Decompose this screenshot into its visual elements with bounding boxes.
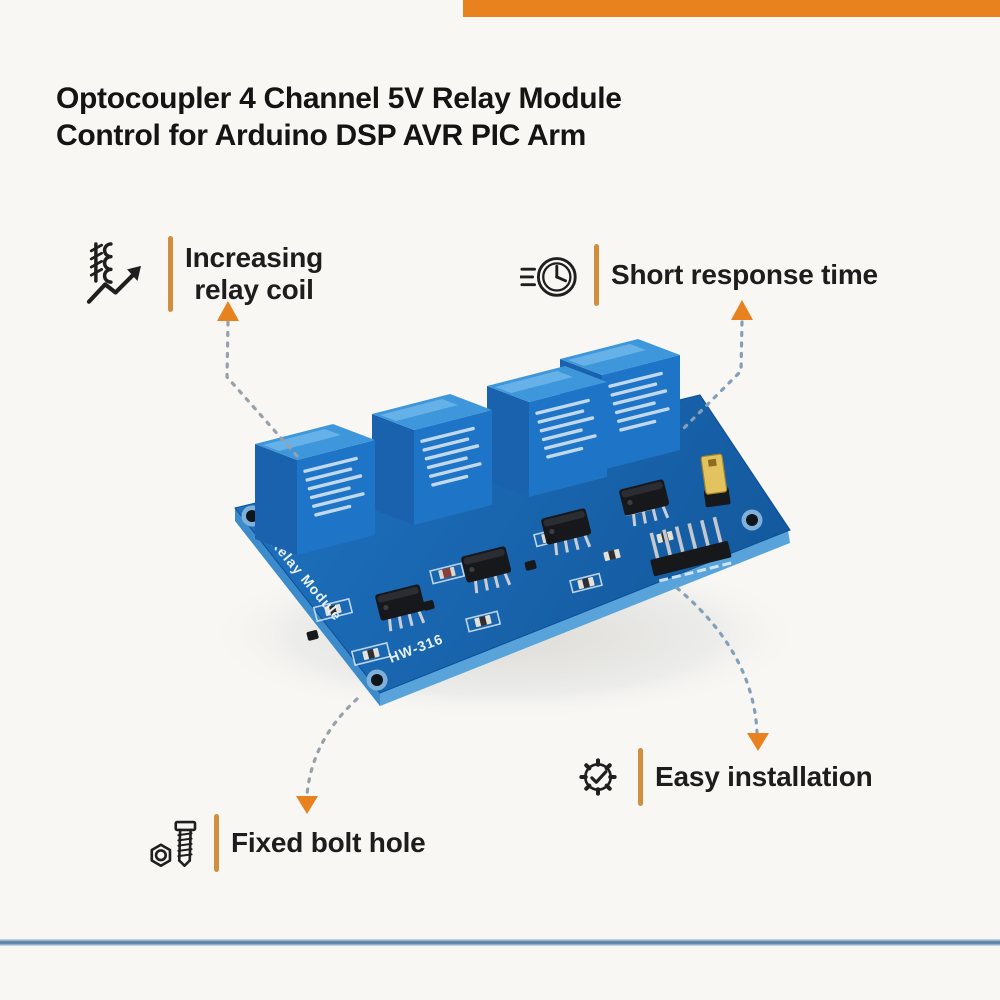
feature-fixed-bolt-hole: Fixed bolt hole [146, 814, 426, 872]
relay-2 [372, 394, 492, 525]
feature-label: Fixed bolt hole [231, 827, 426, 858]
relay-1 [255, 424, 375, 555]
accent-bar [638, 748, 643, 806]
feature-increasing-relay-coil: Increasing relay coil [82, 236, 323, 312]
title-line-1: Optocoupler 4 Channel 5V Relay Module [56, 82, 622, 115]
feature-label: Short response time [611, 259, 878, 290]
smd-components [306, 499, 674, 661]
coil-growth-icon [82, 237, 156, 311]
pin-header [649, 516, 732, 583]
accent-bar [168, 236, 173, 312]
footer-divider-line [0, 939, 1000, 946]
arrow-down-fixed-bolt-hole [296, 796, 318, 814]
jumper-cap [700, 453, 731, 508]
feature-label-line2: relay coil [194, 274, 314, 305]
product-photo: 4 Relay Module HW-316 [195, 315, 815, 735]
feature-easy-installation: Easy installation [570, 748, 873, 806]
relay-module-board: 4 Relay Module HW-316 [205, 339, 805, 720]
feature-label-line1: Increasing [185, 241, 324, 273]
feature-label: Increasing relay coil [185, 242, 323, 307]
relay-3 [487, 366, 607, 497]
feature-short-response-time: Short response time [520, 244, 878, 306]
title-line-2: Control for Arduino DSP AVR PIC Arm [56, 119, 587, 152]
feature-label: Easy installation [655, 761, 873, 792]
accent-bar [214, 814, 219, 872]
bolt-nut-icon [146, 815, 202, 871]
gear-check-icon [570, 749, 626, 805]
accent-bar [594, 244, 599, 306]
corner-accent-bar [463, 0, 1000, 17]
speed-clock-icon [520, 244, 582, 306]
page-title: Optocoupler 4 Channel 5V Relay Module Co… [56, 80, 622, 154]
